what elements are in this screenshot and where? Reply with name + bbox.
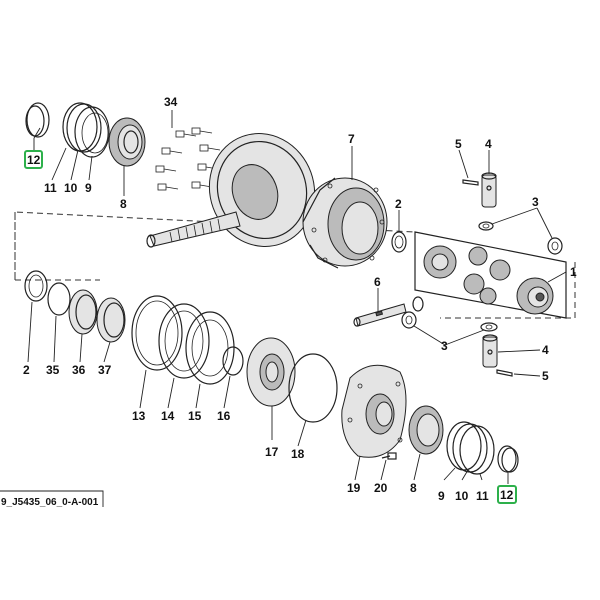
part-1-gear-set: [414, 231, 567, 319]
callout-12-top[interactable]: 12: [27, 153, 41, 167]
callout-9-low[interactable]: 9: [438, 489, 445, 503]
part-12-low-snap-ring: [497, 445, 519, 473]
part-4-top-shaft: [481, 172, 497, 208]
callout-5-low[interactable]: 5: [542, 369, 549, 383]
part-8-low-bearing: [408, 405, 444, 455]
part-37-ring: [96, 297, 126, 343]
part-20-bolt: [381, 452, 397, 460]
part-2-right-washer: [391, 231, 407, 253]
callout-20[interactable]: 20: [374, 481, 388, 495]
part-5-lower-pin: [496, 369, 513, 377]
part-34-bolts: [155, 127, 221, 191]
callout-37[interactable]: 37: [98, 363, 112, 377]
callout-14[interactable]: 14: [161, 409, 175, 423]
part-3-lower-washers: [401, 311, 498, 332]
callout-13[interactable]: 13: [132, 409, 146, 423]
part-35-snap-ring: [47, 282, 71, 316]
callout-11-low[interactable]: 11: [476, 489, 489, 503]
part-9-10-11-low-rings: [446, 421, 495, 475]
callout-labels: 12 11 10 9 8 34 7 5 4 2 3 1 6 3 4 5 2 35…: [23, 95, 577, 504]
part-13-friction-disc: [131, 295, 183, 371]
callout-35[interactable]: 35: [46, 363, 60, 377]
part-9-10-11-top-rings: [62, 102, 110, 158]
highlight-box-12-top: [24, 150, 43, 169]
callout-18[interactable]: 18: [291, 447, 305, 461]
part-14-friction-disc: [158, 303, 210, 379]
callout-2-right[interactable]: 2: [395, 197, 402, 211]
part-4-lower-shaft: [482, 334, 498, 368]
part-2-mid-washer: [412, 296, 424, 312]
drawing-code: 9_J5435_06_0-A-001: [1, 497, 99, 508]
part-8-top-bearing: [108, 117, 146, 167]
part-3-top-washers: [478, 221, 563, 255]
callout-36[interactable]: 36: [72, 363, 86, 377]
callout-10-low[interactable]: 10: [455, 489, 469, 503]
callout-11-top[interactable]: 11: [44, 181, 57, 195]
callout-34[interactable]: 34: [164, 95, 178, 109]
ring-gear-and-pinion-shaft: [146, 133, 316, 248]
callout-10-top[interactable]: 10: [64, 181, 78, 195]
callout-19[interactable]: 19: [347, 481, 361, 495]
callout-2-left[interactable]: 2: [23, 363, 30, 377]
callout-3-top[interactable]: 3: [532, 195, 539, 209]
callout-9-top[interactable]: 9: [85, 181, 92, 195]
part-17-piston: [246, 337, 296, 407]
callout-12-low[interactable]: 12: [500, 488, 514, 502]
callout-8-top[interactable]: 8: [120, 197, 127, 211]
highlight-box-12-low: [497, 485, 517, 504]
callout-4-low[interactable]: 4: [542, 343, 549, 357]
part-16-o-ring: [222, 346, 244, 376]
leader-lines: [27, 110, 567, 484]
callout-17[interactable]: 17: [265, 445, 279, 459]
part-19-housing-cover: [341, 364, 407, 458]
callout-1[interactable]: 1: [570, 265, 577, 279]
part-6-cross-shaft: [353, 303, 407, 327]
part-7-differential-housing: [302, 177, 388, 269]
callout-4-top[interactable]: 4: [485, 137, 492, 151]
part-36-ring: [68, 289, 98, 335]
callout-6[interactable]: 6: [374, 275, 381, 289]
drawing-code-box: 9_J5435_06_0-A-001: [0, 490, 104, 508]
part-2-left-ring: [24, 270, 48, 302]
part-15-steel-disc: [185, 311, 235, 385]
callout-16[interactable]: 16: [217, 409, 231, 423]
part-18-seal-ring: [288, 353, 338, 423]
callout-7[interactable]: 7: [348, 132, 355, 146]
callout-5-top[interactable]: 5: [455, 137, 462, 151]
callout-15[interactable]: 15: [188, 409, 202, 423]
callout-8-low[interactable]: 8: [410, 481, 417, 495]
part-5-top-pin: [462, 179, 479, 186]
callout-3-low[interactable]: 3: [441, 339, 448, 353]
